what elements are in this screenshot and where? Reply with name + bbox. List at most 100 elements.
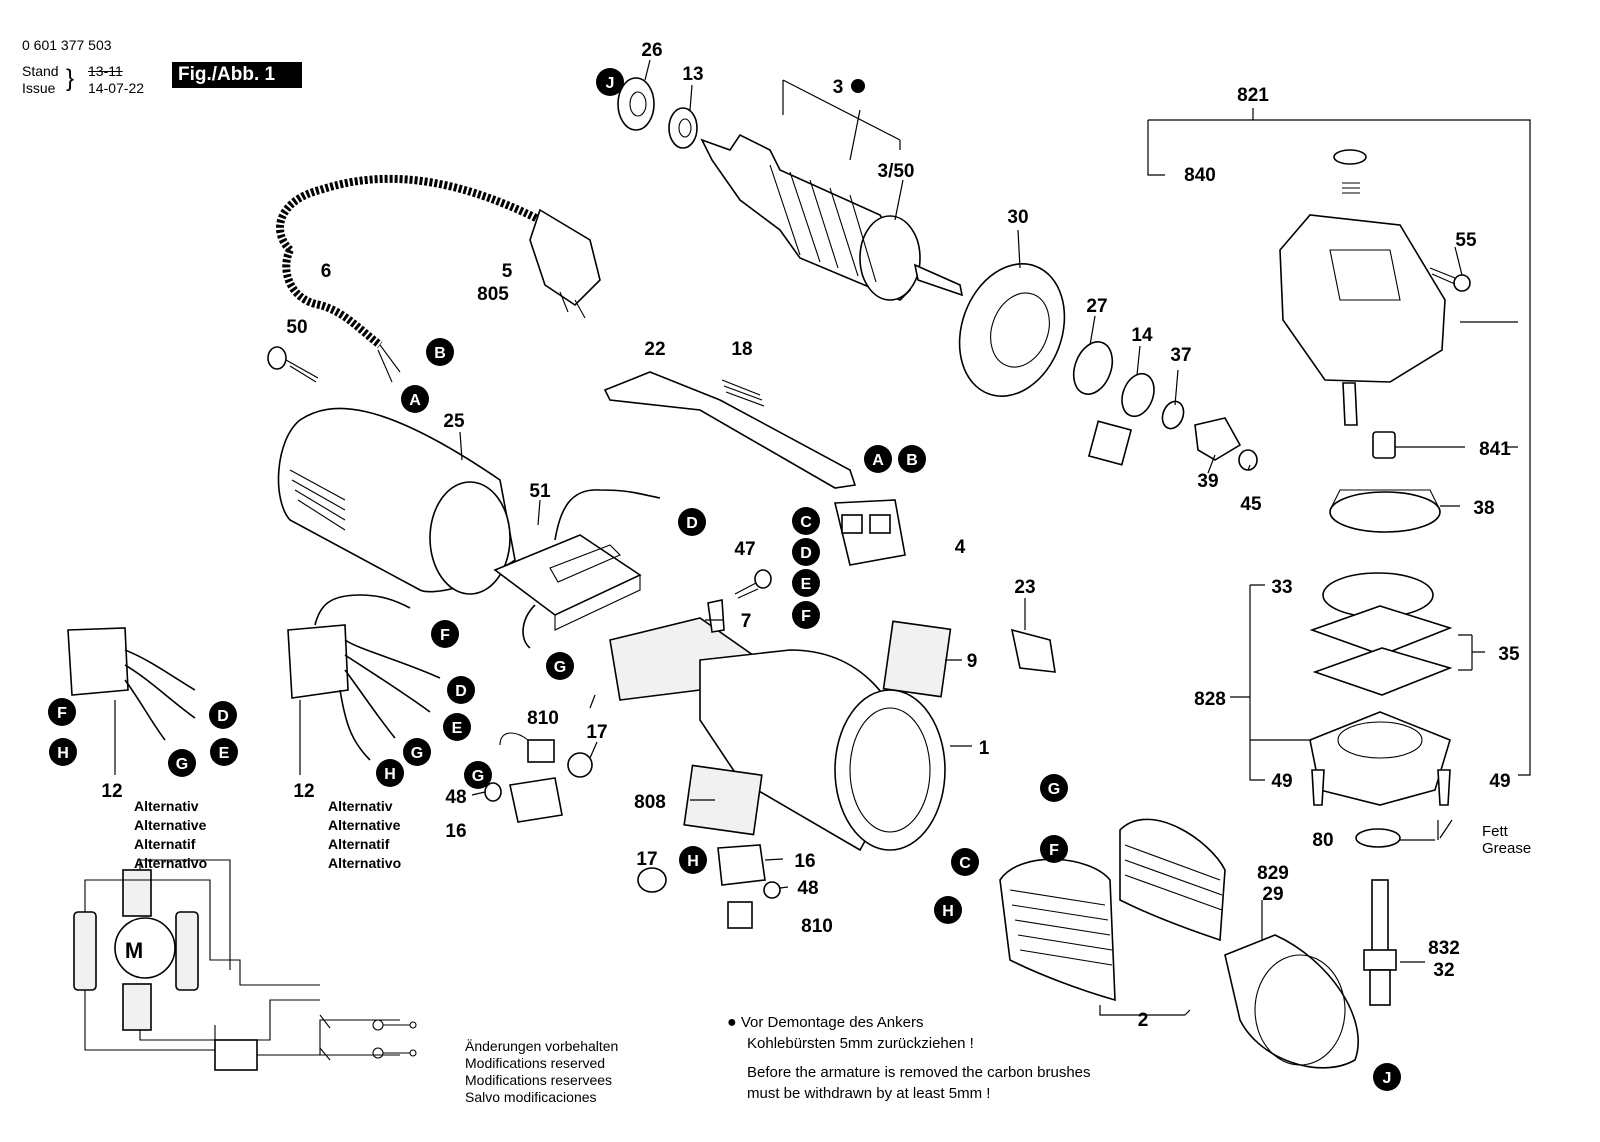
washer-80: [1355, 828, 1401, 848]
svg-text:A: A: [409, 392, 421, 409]
callout-E-box: E: [443, 713, 471, 741]
bracket-lines: [114, 79, 1531, 1016]
svg-text:C: C: [800, 514, 812, 531]
svg-text:H: H: [384, 766, 396, 783]
label-50: 50: [286, 317, 307, 338]
svg-text:J: J: [1383, 1070, 1392, 1087]
label-29: 29: [1262, 884, 1283, 905]
switch-lever-22: [603, 371, 857, 489]
armature-note-dot: [851, 79, 865, 93]
field-coils-2: [999, 818, 1226, 1002]
label-12-right: 12: [293, 781, 314, 802]
svg-text:E: E: [452, 720, 463, 737]
callout-G-box: G: [403, 738, 431, 766]
svg-text:H: H: [687, 853, 699, 870]
callout-E-alt: E: [210, 738, 238, 766]
label-9: [882, 620, 952, 698]
part-labels: 26 13 3 3/50 30 27 14 37 39 45 6 5 805 5…: [101, 40, 1520, 1031]
label-805: 805: [477, 284, 509, 305]
label-33: 33: [1271, 577, 1292, 598]
bearing-14: [1121, 372, 1155, 418]
armature-3: [700, 133, 964, 301]
alternative-labels-right: Alternativ Alternative Alternatif Altern…: [328, 798, 402, 871]
label-4: 4: [955, 537, 966, 558]
brush-holder-16-left: [484, 732, 593, 823]
label-810-lower: 810: [801, 916, 833, 937]
label-16-lower: 16: [794, 851, 815, 872]
spring-18: [721, 379, 765, 407]
callout-B-cord: B: [426, 338, 454, 366]
callout-A-switch: A: [864, 445, 892, 473]
bearing-26: [617, 77, 655, 131]
svg-text:G: G: [411, 745, 423, 762]
label-840: 840: [1184, 165, 1216, 186]
bearing-flange-828: [1309, 711, 1451, 806]
modifications-note: Änderungen vorbehalten Modifications res…: [465, 1038, 619, 1105]
svg-text:H: H: [57, 745, 69, 762]
label-45: 45: [1240, 494, 1262, 515]
label-3-50: 3/50: [878, 161, 915, 182]
label-32: 32: [1433, 960, 1454, 981]
label-26: 26: [641, 40, 662, 61]
callout-B-switch: B: [898, 445, 926, 473]
label-39: 39: [1197, 471, 1218, 492]
label-27: 27: [1086, 296, 1107, 317]
part-number: 0 601 377 503: [22, 37, 112, 53]
nut-45: [1238, 449, 1258, 471]
svg-text:J: J: [606, 75, 615, 92]
callout-F-coil: F: [1040, 835, 1068, 863]
svg-text:C: C: [959, 855, 971, 872]
screw-49-left: [1311, 769, 1325, 806]
issue-date: 14-07-22: [88, 80, 145, 96]
ring-27: [1072, 341, 1114, 395]
power-cord: [276, 174, 601, 383]
electronics-alt-12: [67, 627, 196, 741]
callout-G-coil: G: [1040, 774, 1068, 802]
label-47: 47: [734, 539, 755, 560]
motor-symbol: M: [125, 938, 143, 963]
baffle-30: [958, 263, 1066, 397]
callout-D-alt: D: [209, 701, 237, 729]
label-23: 23: [1014, 577, 1035, 598]
callout-F-switch: F: [792, 601, 820, 629]
label-49-left: 49: [1271, 771, 1292, 792]
svg-text:D: D: [686, 515, 698, 532]
pinion-39: [1194, 417, 1242, 461]
gasket-35a: [1309, 605, 1453, 656]
switch-button-23: [1010, 628, 1056, 673]
label-2: 2: [1138, 1010, 1149, 1031]
callout-J-top: J: [596, 68, 624, 96]
callout-C-coil: C: [951, 848, 979, 876]
label-37: 37: [1170, 345, 1191, 366]
callout-D-box: D: [447, 676, 475, 704]
svg-text:F: F: [801, 608, 811, 625]
label-841: 841: [1479, 439, 1511, 460]
label-17-upper: 17: [586, 722, 607, 743]
stand-label: Stand: [22, 63, 59, 79]
callout-H-brush: H: [679, 846, 707, 874]
screw-49-right: [1437, 769, 1451, 806]
callout-J-guard: J: [1373, 1063, 1401, 1091]
issue-label: Issue: [22, 80, 56, 96]
label-9: 9: [967, 651, 978, 672]
label-6: 6: [321, 261, 332, 282]
svg-text:F: F: [57, 705, 67, 722]
label-808: 808: [634, 792, 666, 813]
svg-text:D: D: [800, 545, 812, 562]
grease-note: Fett Grease: [1482, 823, 1532, 857]
label-832: 832: [1428, 938, 1460, 959]
svg-text:D: D: [217, 708, 229, 725]
connector-callouts: J B A A B D C D E F F G D E G H F D H E …: [48, 68, 1401, 1091]
armature-note-en-2: must be withdrawn by at least 5mm !: [747, 1085, 991, 1102]
label-5: 5: [502, 261, 513, 282]
screw-47: [707, 569, 772, 633]
gasket-35b: [1312, 647, 1453, 696]
header-brace: }: [66, 65, 75, 92]
bevel-gear-38: [1329, 489, 1441, 533]
label-3: 3: [833, 77, 844, 98]
label-49-right: 49: [1489, 771, 1510, 792]
callout-F-box: F: [431, 620, 459, 648]
guard-29: [1224, 934, 1359, 1069]
label-13: 13: [682, 64, 703, 85]
motor-housing-25: [277, 407, 516, 595]
